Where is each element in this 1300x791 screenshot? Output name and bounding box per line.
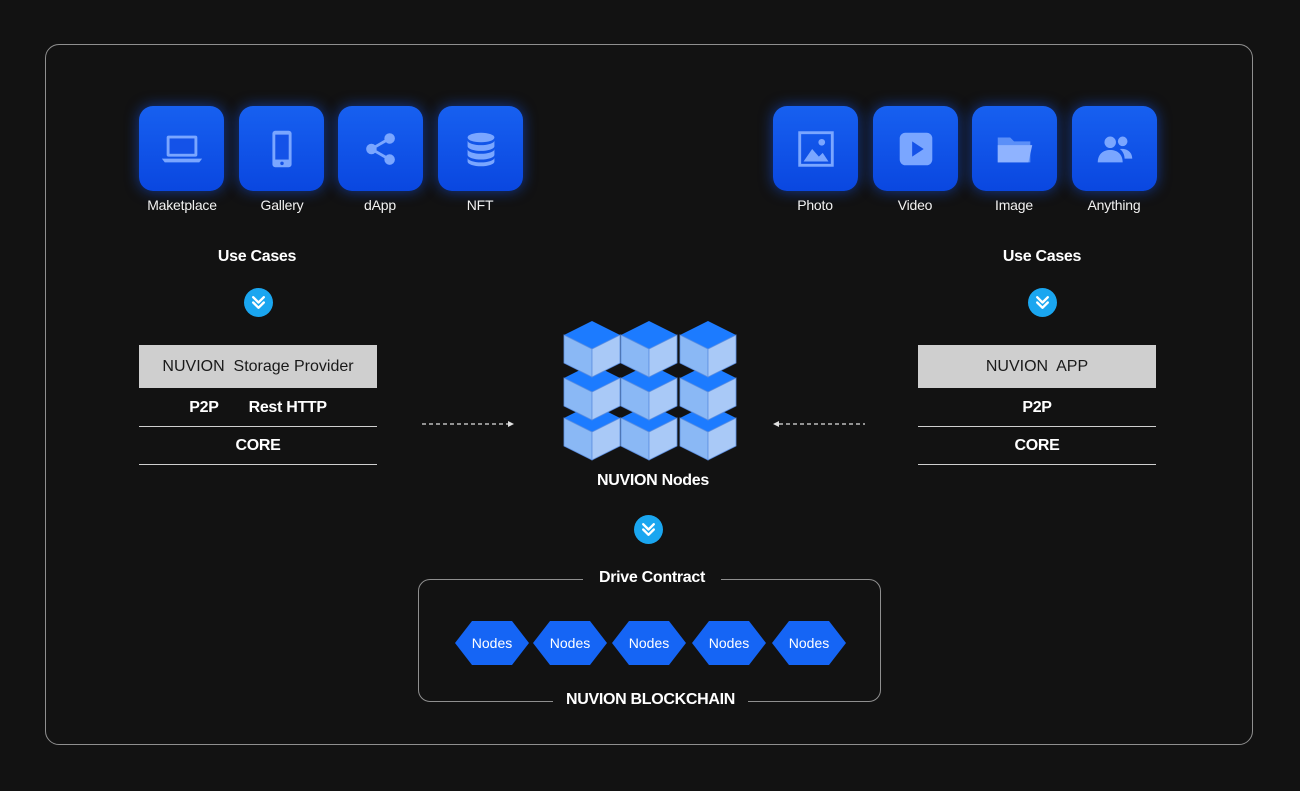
users-icon [1097,136,1132,162]
contract-node-1[interactable]: Nodes [454,620,530,666]
tile-gallery[interactable] [239,106,324,191]
left-chevron-icon [244,288,273,317]
tile-anything[interactable] [1072,106,1157,191]
left-heading: Use Cases [217,248,297,265]
node-diamond-icon [455,621,529,665]
database-icon [467,132,494,166]
tile-image[interactable] [972,106,1057,191]
tile-label-gallery: Gallery [260,197,304,213]
tile-label-marketplace: Maketplace [147,197,217,213]
right-stack-row-core: CORE [918,427,1156,465]
right-dashed-arrow-icon [773,421,865,427]
right-stack-row-p2p: P2P [918,389,1156,427]
tile-marketplace[interactable] [139,106,224,191]
left-p2p-label: P2P [189,398,219,416]
node-diamond-icon [772,621,846,665]
share-icon [365,132,395,165]
contract-node-label: Nodes [708,635,750,651]
tile-label-photo: Photo [797,197,833,213]
left-dashed-arrow-icon [422,421,514,427]
right-chevron-icon [1028,288,1057,317]
phone-icon [271,130,292,167]
right-heading: Use Cases [1002,248,1082,265]
tile-label-image: Image [995,197,1033,213]
tile-nft[interactable] [438,106,523,191]
left-stack-row-core: CORE [139,427,377,465]
nuvion-blockchain-label: NUVION BLOCKCHAIN [553,691,748,709]
node-diamond-icon [533,621,607,665]
node-diamond-icon [612,621,686,665]
tile-label-dapp: dApp [364,197,396,213]
diagram-frame [45,44,1253,745]
laptop-icon [161,135,202,162]
left-stack-title: NUVION Storage Provider [139,345,377,388]
nodes-cube-cluster-icon [563,320,737,461]
contract-node-label: Nodes [549,635,591,651]
tile-video[interactable] [873,106,958,191]
contract-node-5[interactable]: Nodes [771,620,847,666]
node-diamond-icon [692,621,766,665]
tile-label-anything: Anything [1087,197,1141,213]
folder-icon [997,137,1032,162]
drive-contract-title: Drive Contract [583,569,721,587]
tile-photo[interactable] [773,106,858,191]
tile-label-video: Video [897,197,933,213]
contract-node-3[interactable]: Nodes [611,620,687,666]
tile-label-nft: NFT [466,197,494,213]
contract-node-label: Nodes [788,635,830,651]
video-play-icon [899,132,932,165]
center-chevron-icon [634,515,663,544]
contract-node-2[interactable]: Nodes [532,620,608,666]
left-rest-http-label: Rest HTTP [248,398,328,416]
left-stack-row-protocols: P2P Rest HTTP [139,389,377,427]
contract-node-label: Nodes [628,635,670,651]
contract-node-4[interactable]: Nodes [691,620,767,666]
tile-dapp[interactable] [338,106,423,191]
right-stack-title: NUVION APP [918,345,1156,388]
nuvion-nodes-label: NUVION Nodes [597,472,709,489]
photo-icon [797,130,834,167]
contract-node-label: Nodes [471,635,513,651]
